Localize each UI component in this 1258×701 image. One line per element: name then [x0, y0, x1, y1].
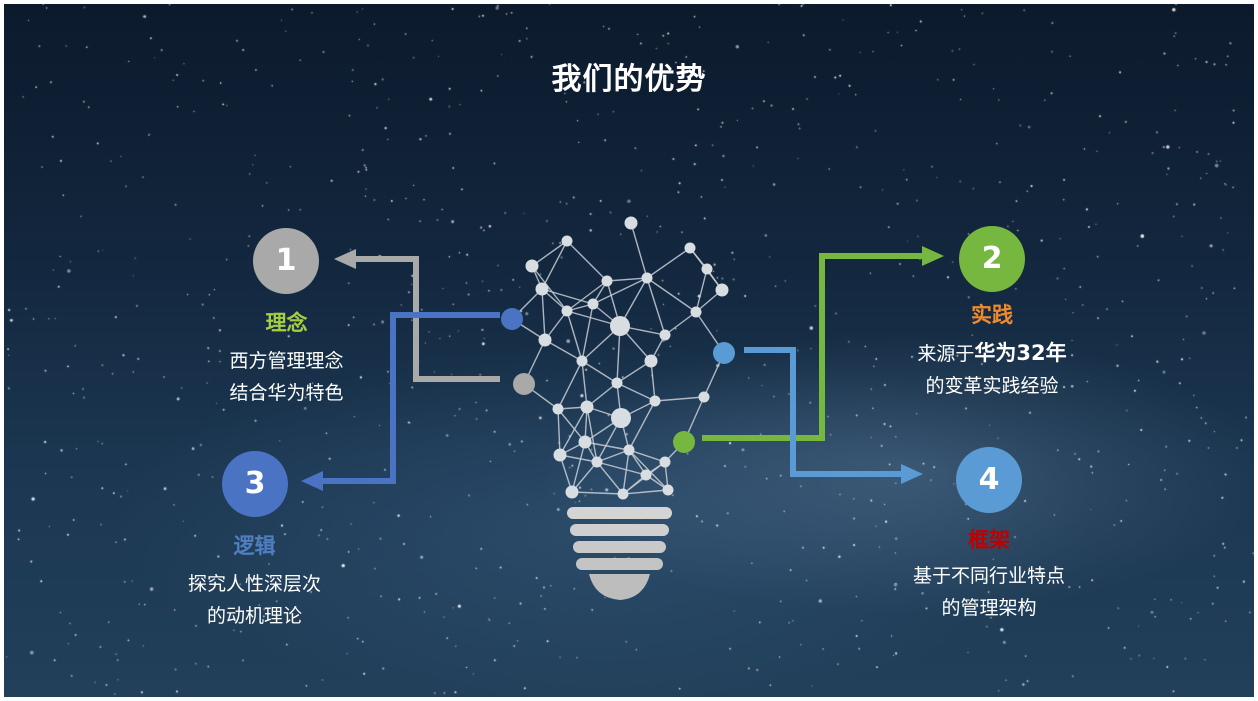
lightbulb-node [698, 391, 710, 403]
point-2-line-1-prefix: 来源于 [917, 343, 975, 365]
lightbulb-node [601, 275, 613, 287]
point-3-line-2: 的动机理论 [206, 605, 302, 627]
lightbulb-node [591, 456, 603, 468]
lightbulb-node [617, 488, 629, 500]
lightbulb-base-icon [567, 507, 672, 600]
connector-1-arrowhead [334, 249, 356, 269]
lightbulb-node [610, 316, 630, 336]
point-1-line-2: 结合华为特色 [229, 382, 344, 404]
lightbulb-node [535, 282, 549, 296]
point-3-heading: 逻辑 [233, 534, 276, 558]
lightbulb-node [624, 216, 638, 230]
point-1-heading: 理念 [265, 311, 308, 335]
lightbulb-node [662, 484, 674, 496]
point-3: 逻辑 探究人性深层次 的动机理论 [142, 532, 367, 632]
lightbulb-node [715, 283, 729, 297]
advantages-diagram [301, 216, 944, 600]
connector-1 [334, 249, 500, 382]
point-2-heading: 实践 [971, 303, 1013, 327]
point-4-line-2: 的管理架构 [941, 597, 1037, 619]
lightbulb-node [578, 435, 592, 449]
lightbulb-node [659, 456, 671, 468]
lightbulb-node [561, 305, 573, 317]
point-1: 理念 西方管理理念 结合华为特色 [174, 309, 399, 409]
point-2-line-1-emphasis: 华为32年 [974, 341, 1067, 365]
point-3-line-1: 探究人性深层次 [187, 573, 321, 595]
connector-2-line [702, 253, 922, 441]
lightbulb-node [641, 272, 653, 284]
lightbulb-node [649, 395, 661, 407]
lightbulb-node [623, 444, 635, 456]
anchor-dot-green [673, 431, 695, 453]
connector-4-arrowhead [901, 464, 923, 484]
lightbulb-node [611, 408, 631, 428]
lightbulb-node [538, 333, 552, 347]
anchor-dot-light-blue [713, 342, 735, 364]
badge-4: 4 [956, 447, 1022, 513]
lightbulb-node [701, 263, 713, 275]
slide: 我们的优势 [4, 4, 1254, 697]
connector-1-line [354, 256, 500, 382]
connector-3-line [321, 312, 500, 484]
connector-4 [744, 347, 923, 484]
point-4-line-1: 基于不同行业特点 [912, 565, 1065, 587]
lightbulb-node [576, 355, 588, 367]
badge-1: 1 [253, 228, 319, 294]
lightbulb-node [565, 485, 579, 499]
anchor-dot-gray [513, 373, 535, 395]
lightbulb-node [552, 403, 564, 415]
anchor-dot-blue [501, 308, 523, 330]
point-4-heading: 框架 [968, 528, 1010, 552]
connector-4-line [744, 347, 901, 477]
lightbulb-node [580, 400, 594, 414]
connector-2-arrowhead [922, 246, 944, 266]
lightbulb-node [684, 242, 696, 254]
lightbulb-node [659, 329, 671, 341]
lightbulb-node [640, 469, 652, 481]
badge-2: 2 [959, 226, 1025, 292]
lightbulb-node [561, 235, 573, 247]
point-2: 实践 来源于华为32年 的变革实践经验 [872, 301, 1112, 402]
point-1-line-1: 西方管理理念 [229, 350, 344, 372]
lightbulb-node [587, 298, 599, 310]
point-2-line-2: 的变革实践经验 [925, 375, 1059, 397]
badge-3: 3 [222, 451, 288, 517]
point-2-line-1: 来源于华为32年 [872, 337, 1112, 370]
connector-3-arrowhead [301, 471, 323, 491]
lightbulb-node [525, 259, 539, 273]
lightbulb-node [690, 306, 702, 318]
connector-2 [702, 246, 944, 441]
lightbulb-node [611, 377, 623, 389]
slide-title: 我们的优势 [551, 62, 707, 97]
lightbulb-node [553, 448, 567, 462]
lightbulb-network-icon [501, 216, 735, 600]
lightbulb-node [644, 354, 658, 368]
point-4: 框架 基于不同行业特点 的管理架构 [864, 526, 1114, 624]
connector-3 [301, 312, 500, 491]
